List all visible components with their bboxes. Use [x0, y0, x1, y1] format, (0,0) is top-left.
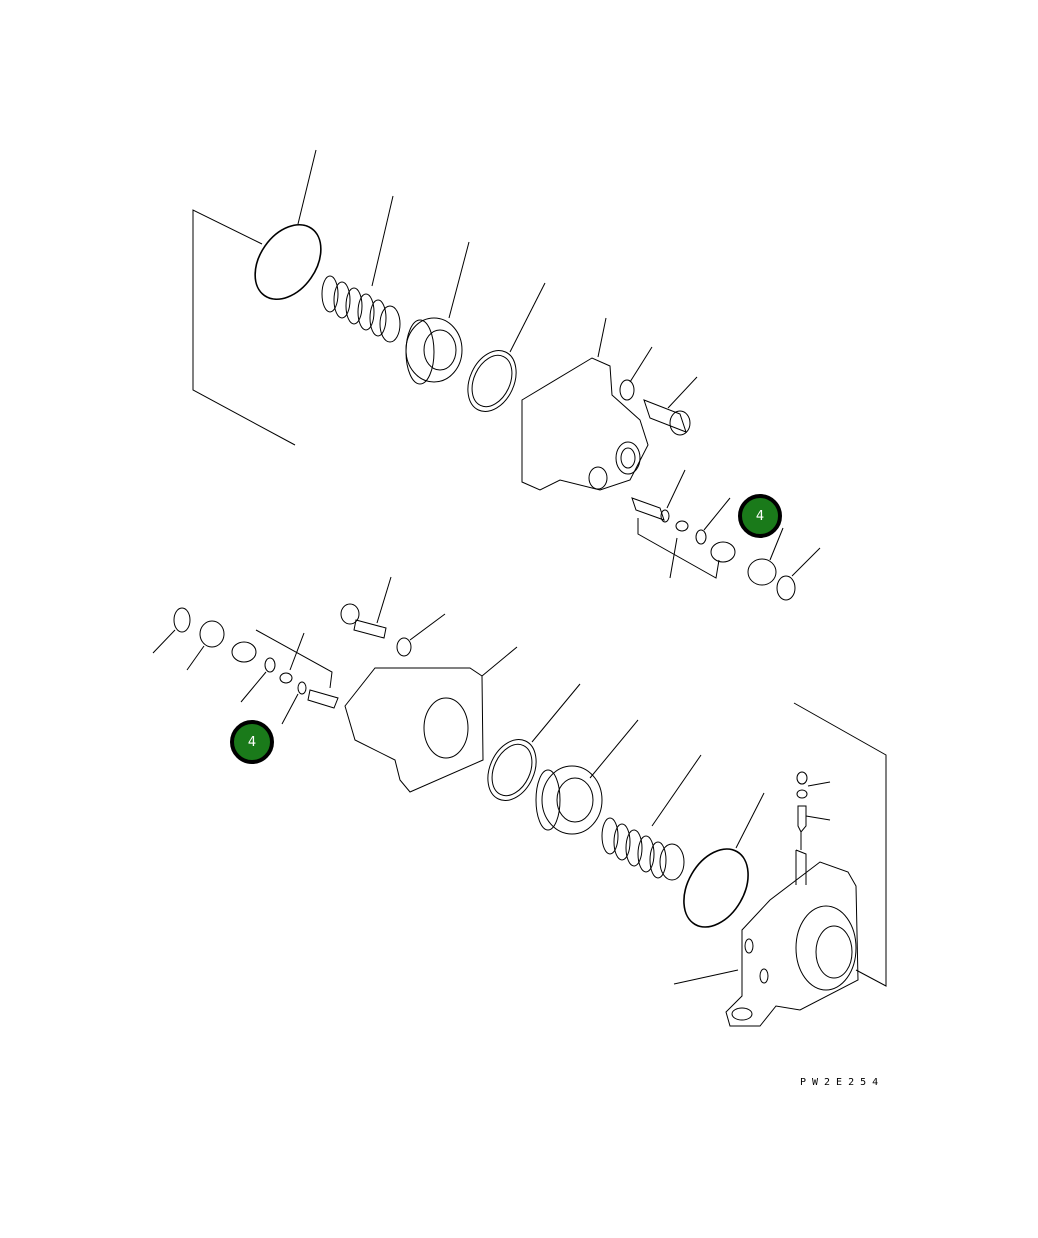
- valve-assembly-lower: [152, 607, 339, 725]
- lower-group-bracket: [793, 702, 887, 987]
- bolt-lower: [340, 576, 392, 639]
- o-ring-large-upper: [254, 149, 322, 301]
- o-ring-large-lower: [683, 792, 765, 928]
- valve-assembly-upper: [631, 469, 821, 601]
- drawing-code: PW2E254: [800, 1077, 885, 1088]
- washer-lower: [396, 613, 446, 657]
- callout-badge-4-upper[interactable]: 4: [738, 494, 782, 538]
- piston-upper: [405, 241, 470, 385]
- grease-fittings: [795, 771, 831, 885]
- cover-housing-lower: [344, 646, 518, 793]
- seal-ring-upper: [467, 282, 546, 412]
- spring-upper: [321, 195, 401, 343]
- bolt-upper: [643, 376, 698, 436]
- callout-badge-4-lower[interactable]: 4: [230, 720, 274, 764]
- seal-ring-lower: [487, 683, 581, 801]
- cover-housing-upper: [521, 317, 649, 491]
- bearing-housing: [673, 861, 859, 1027]
- washer-upper: [619, 346, 653, 401]
- piston-lower: [535, 719, 639, 835]
- spring-lower: [601, 754, 702, 881]
- upper-group-bracket: [192, 209, 296, 446]
